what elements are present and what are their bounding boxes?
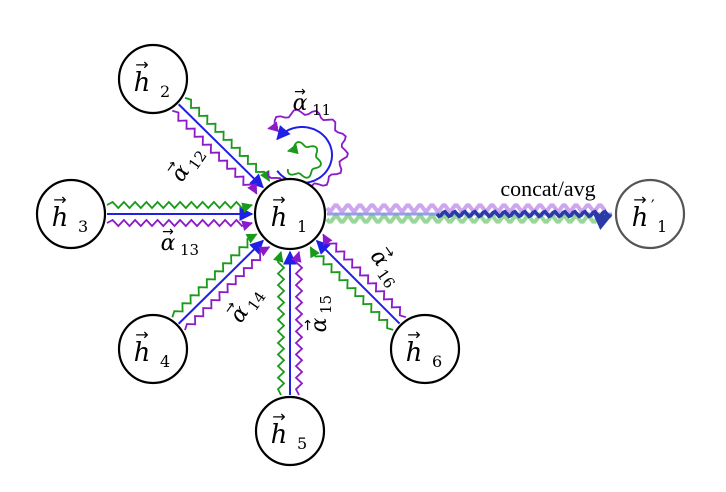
node-h3-subscript: 3 xyxy=(78,217,88,236)
node-h4-subscript: 4 xyxy=(160,352,170,371)
edge-h6-green xyxy=(309,246,394,331)
edge-h6-blue xyxy=(315,239,401,325)
node-h5-symbol: h xyxy=(271,420,288,450)
svg-text:→: → xyxy=(272,407,285,426)
alpha-13-subscript: 13 xyxy=(180,241,199,259)
self-loop-blue xyxy=(276,125,334,184)
alpha-15-symbol: α xyxy=(307,317,332,332)
alpha-11-symbol: α xyxy=(293,91,308,116)
svg-text:→: → xyxy=(272,190,285,209)
node-output-symbol: h xyxy=(632,203,649,233)
node-h1-symbol: h xyxy=(271,203,288,233)
edge-h2-purple xyxy=(172,109,258,195)
alpha-13-symbol: α xyxy=(161,231,176,256)
svg-text:→: → xyxy=(53,190,66,209)
svg-text:→: → xyxy=(300,319,316,331)
edge-h2-green xyxy=(184,97,271,182)
node-h4[interactable]: → h 4 xyxy=(117,313,189,385)
alpha-15-subscript: 15 xyxy=(317,295,335,314)
edge-h4-blue xyxy=(177,239,264,325)
node-h2[interactable]: → h 2 xyxy=(117,43,189,115)
edges-layer xyxy=(106,97,407,396)
edge-h5-green xyxy=(273,250,286,396)
node-h3-symbol: h xyxy=(52,203,69,233)
node-h1-subscript: 1 xyxy=(297,217,307,236)
alpha-14-subscript: 14 xyxy=(244,288,270,314)
edge-h3-purple xyxy=(106,218,254,231)
output-edge-purple xyxy=(325,203,607,213)
edge-h4-green xyxy=(171,233,258,318)
output-label: concat/avg xyxy=(500,176,595,201)
node-h4-symbol: h xyxy=(134,338,151,368)
self-attention-loop xyxy=(267,108,349,192)
self-loop-green xyxy=(286,141,322,179)
edge-h4-purple xyxy=(184,246,271,331)
node-h6-subscript: 6 xyxy=(432,352,442,371)
edge-h5-purple xyxy=(291,250,304,396)
node-h6[interactable]: → h 6 xyxy=(389,313,461,385)
node-output-prime: ′ xyxy=(651,196,655,215)
svg-text:→: → xyxy=(294,84,306,100)
node-h1[interactable]: → h 1 xyxy=(253,177,327,251)
node-h5[interactable]: → h 5 xyxy=(254,395,326,467)
alpha-13-label: → α 13 xyxy=(161,224,200,259)
alpha-15-label: → α 15 xyxy=(300,295,335,333)
edge-h6-purple xyxy=(322,233,407,319)
alpha-12-subscript: 12 xyxy=(185,147,211,173)
node-h3[interactable]: → h 3 xyxy=(35,178,107,250)
edge-h2-blue xyxy=(177,103,264,189)
self-loop-purple xyxy=(267,108,349,192)
svg-text:→: → xyxy=(633,190,646,209)
svg-text:→: → xyxy=(162,224,174,240)
output-edge-green xyxy=(325,214,607,224)
node-h2-symbol: h xyxy=(134,68,151,98)
node-h6-symbol: h xyxy=(406,338,423,368)
alpha-11-subscript: 11 xyxy=(312,101,331,119)
svg-text:→: → xyxy=(135,325,148,344)
svg-text:→: → xyxy=(407,325,420,344)
node-h5-subscript: 5 xyxy=(297,434,307,453)
edge-h3-green xyxy=(106,200,254,213)
alpha-11-label: → α 11 xyxy=(293,84,332,119)
node-output-subscript: 1 xyxy=(657,217,667,236)
node-output[interactable]: → h ′ 1 xyxy=(614,178,686,250)
output-edge-arrow xyxy=(435,209,613,230)
svg-text:→: → xyxy=(135,55,148,74)
node-h2-subscript: 2 xyxy=(160,82,170,101)
output-edge xyxy=(325,203,613,230)
